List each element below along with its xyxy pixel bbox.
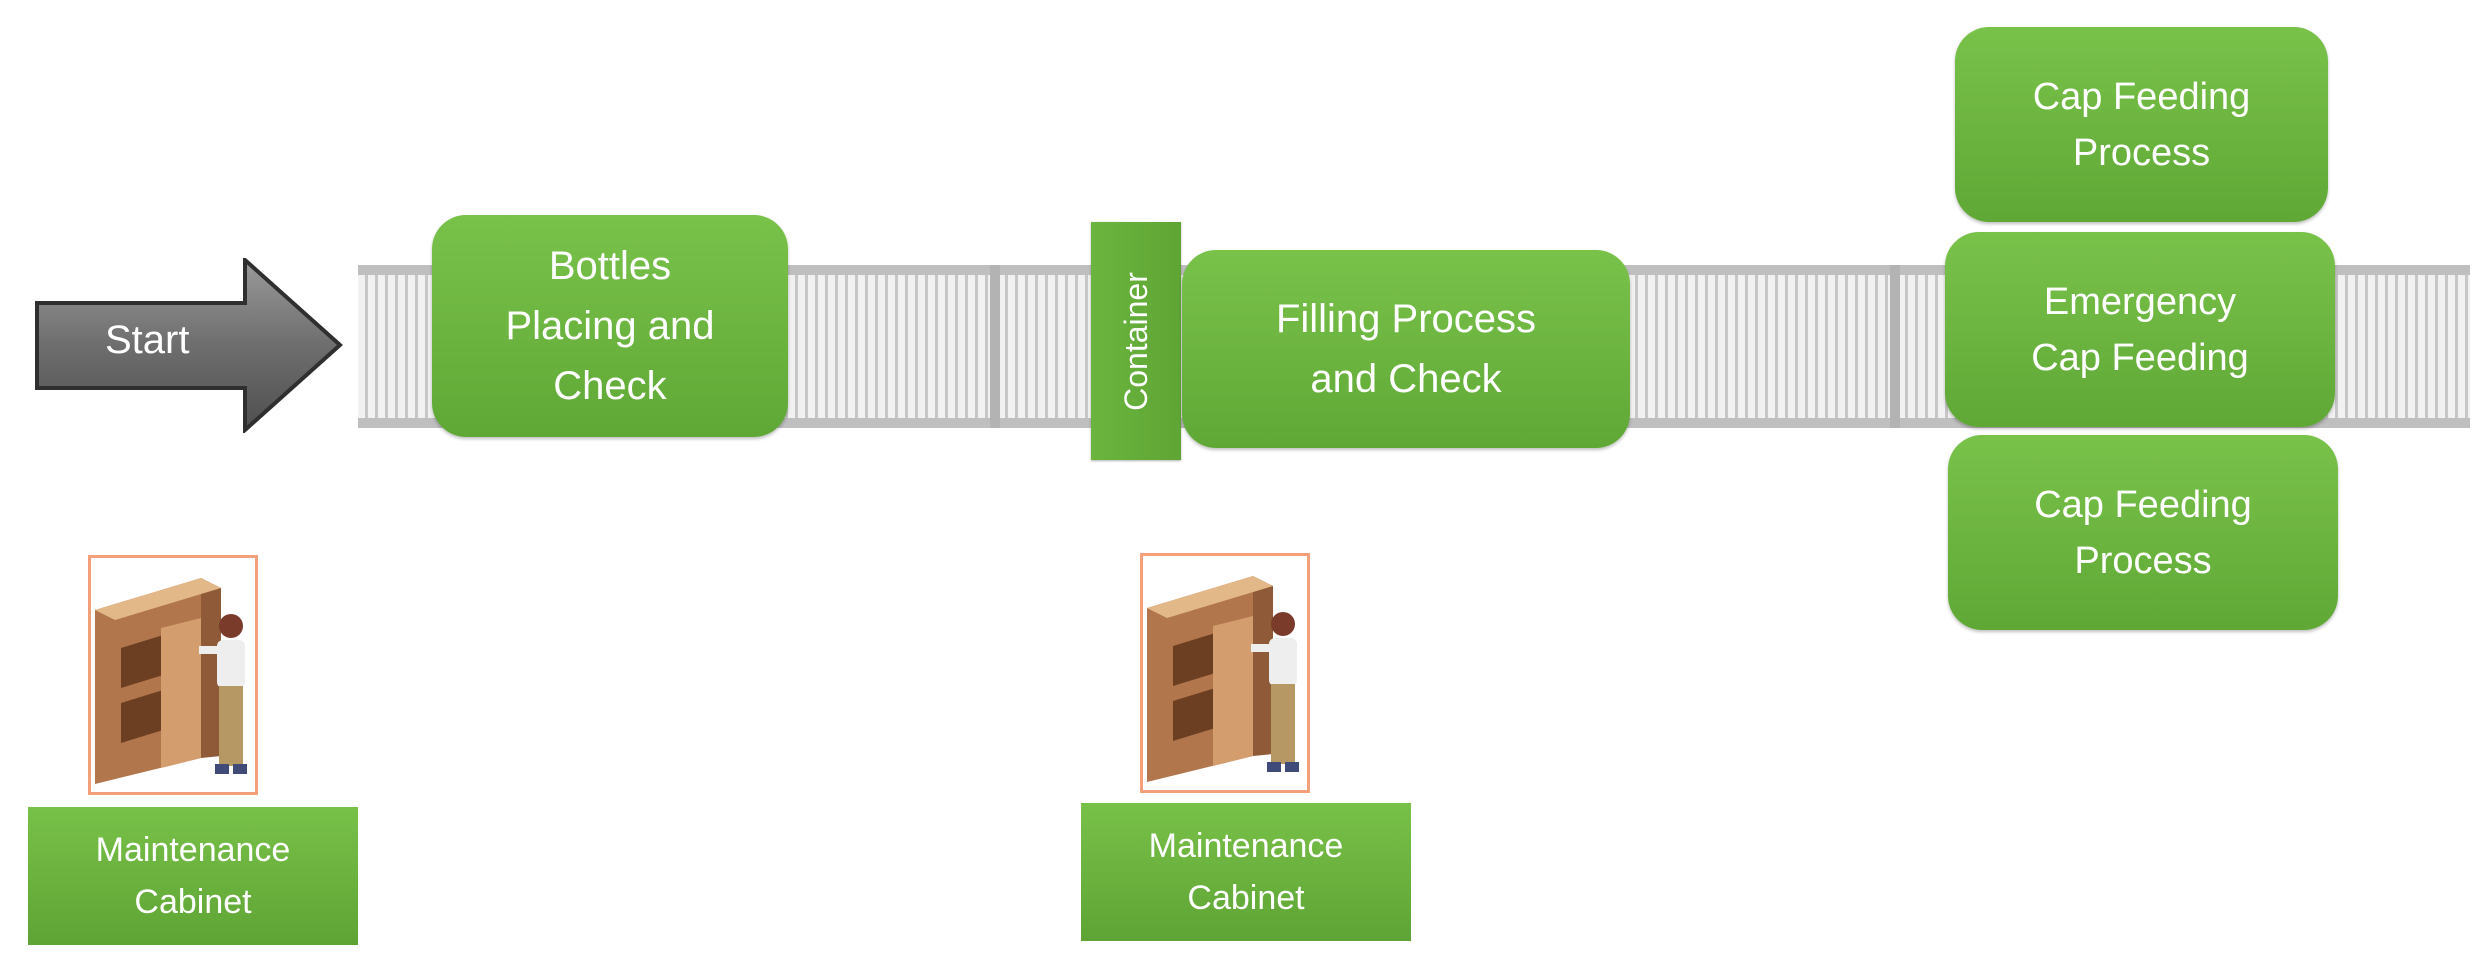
container-bar: Container [1091, 222, 1181, 460]
cabinet-worker-icon [95, 578, 247, 784]
maintenance-cabinet-label: Maintenance Cabinet [1081, 803, 1411, 941]
maintenance-cabinet-image [1140, 553, 1310, 793]
belt-joint [1890, 265, 1900, 428]
process-filling: Filling Process and Check [1182, 250, 1630, 448]
process-cap-feeding-bottom: Cap Feeding Process [1948, 435, 2338, 630]
process-bottles-placing: Bottles Placing and Check [432, 215, 788, 437]
belt-joint [990, 265, 1000, 428]
cabinet-worker-icon [1147, 576, 1299, 782]
start-label: Start [105, 318, 190, 362]
maintenance-cabinet-image [88, 555, 258, 795]
maintenance-cabinet-label: Maintenance Cabinet [28, 807, 358, 945]
process-emergency-cap-feeding: Emergency Cap Feeding [1945, 232, 2335, 427]
start-arrow-icon [35, 255, 343, 435]
process-cap-feeding-top: Cap Feeding Process [1955, 27, 2328, 222]
start-arrow: Start [35, 255, 345, 435]
container-label: Container [1117, 271, 1154, 411]
